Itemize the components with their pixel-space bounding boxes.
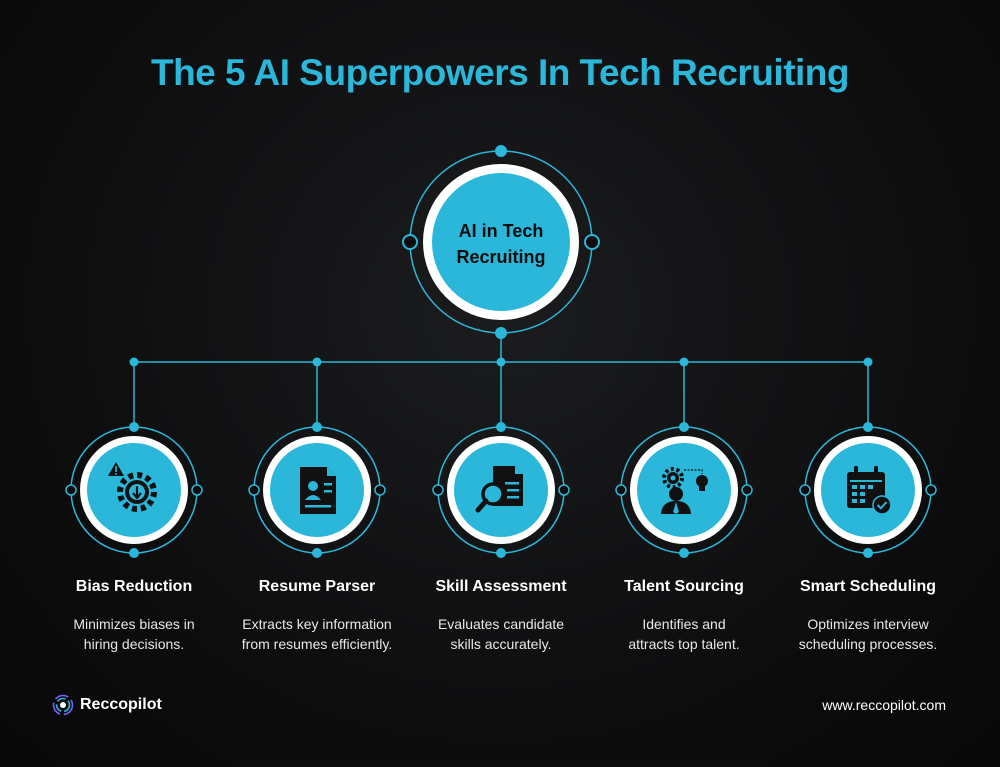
item-title-bias-reduction: Bias Reduction xyxy=(75,578,193,595)
item-desc-skill-assessment: Evaluates candidate skills accurately. xyxy=(406,614,596,654)
node-resume-parser xyxy=(248,422,386,558)
item-title-smart-scheduling: Smart Scheduling xyxy=(799,578,937,595)
node-talent-sourcing xyxy=(615,422,753,558)
person-gear-bulb-icon xyxy=(661,467,708,514)
center-label-line2: Recruiting xyxy=(456,247,546,267)
connector-dots xyxy=(129,357,873,367)
desc-line: from resumes efficiently. xyxy=(241,636,393,652)
item-title-skill-assessment: Skill Assessment xyxy=(435,578,567,595)
item-title-resume-parser: Resume Parser xyxy=(258,578,376,595)
brand-name: Reccopilot xyxy=(80,696,162,713)
item-title-talent-sourcing: Talent Sourcing xyxy=(624,578,744,595)
center-label-line1: AI in Tech xyxy=(458,221,544,241)
connector-lines xyxy=(133,333,869,425)
item-desc-resume-parser: Extracts key information from resumes ef… xyxy=(222,614,412,654)
node-skill-assessment xyxy=(432,422,570,558)
desc-line: Optimizes interview xyxy=(807,616,929,632)
node-smart-scheduling xyxy=(799,422,937,558)
document-magnifier-icon xyxy=(475,466,523,513)
desc-line: Minimizes biases in xyxy=(73,616,195,632)
item-desc-smart-scheduling: Optimizes interview scheduling processes… xyxy=(773,614,963,654)
desc-line: skills accurately. xyxy=(450,636,552,652)
center-node xyxy=(402,145,600,339)
reccopilot-logo-icon xyxy=(52,694,74,716)
desc-line: attracts top talent. xyxy=(628,636,740,652)
item-desc-talent-sourcing: Identifies and attracts top talent. xyxy=(589,614,779,654)
page-title: The 5 AI Superpowers In Tech Recruiting xyxy=(150,52,850,93)
desc-line: Evaluates candidate xyxy=(437,616,565,632)
gear-warning-icon xyxy=(108,462,157,512)
resume-document-icon xyxy=(300,467,336,514)
center-node-label: AI in Tech Recruiting xyxy=(430,218,572,270)
desc-line: scheduling processes. xyxy=(798,636,938,652)
desc-line: hiring decisions. xyxy=(83,636,185,652)
website-link[interactable]: www.reccopilot.com xyxy=(822,697,946,713)
desc-line: Identifies and xyxy=(642,616,726,632)
brand-logo[interactable]: Reccopilot xyxy=(52,694,162,716)
desc-line: Extracts key information xyxy=(242,616,392,632)
item-desc-bias-reduction: Minimizes biases in hiring decisions. xyxy=(39,614,229,654)
calendar-check-icon xyxy=(847,466,892,515)
node-bias-reduction xyxy=(65,422,203,558)
